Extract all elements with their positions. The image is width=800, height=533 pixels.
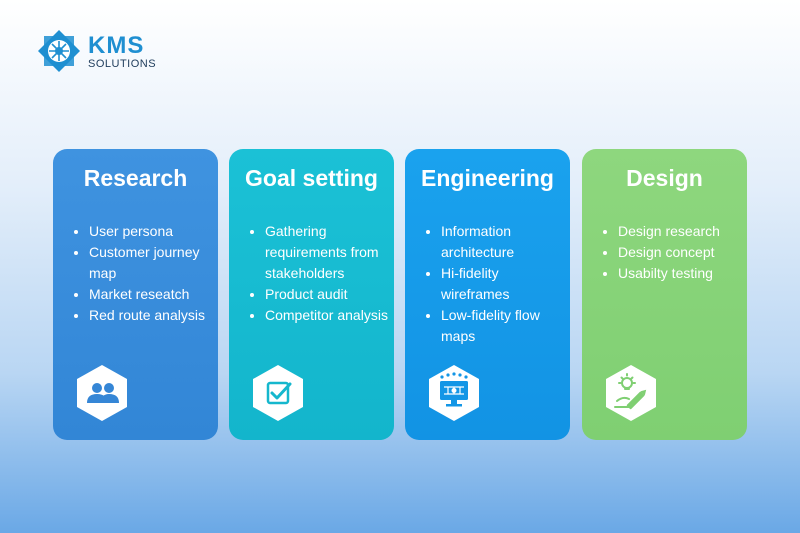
list-item: Competitor analysis (265, 305, 388, 326)
list-item: Gathering requirements from stakeholders (265, 221, 388, 284)
list-item: Customer journey map (89, 242, 212, 284)
kms-sun-logo-icon (38, 30, 80, 72)
engineering-card: Engineering Information architecture Hi-… (405, 149, 570, 440)
list-item: Design research (618, 221, 741, 242)
goal-setting-card: Goal setting Gathering requirements from… (229, 149, 394, 440)
card-list: Information architecture Hi-fidelity wir… (421, 221, 564, 347)
card-title: Goal setting (245, 165, 378, 191)
list-item: Red route analysis (89, 305, 212, 326)
logo-name: KMS (88, 32, 145, 59)
list-item: Information architecture (441, 221, 564, 263)
monitor-network-icon (426, 363, 482, 423)
list-item: User persona (89, 221, 212, 242)
card-list: Gathering requirements from stakeholders… (245, 221, 388, 326)
list-item: Low-fidelity flow maps (441, 305, 564, 347)
design-card: Design Design research Design concept Us… (582, 149, 747, 440)
kms-logo: KMS SOLUTIONS (36, 28, 176, 76)
card-list: User persona Customer journey map Market… (69, 221, 212, 326)
card-title: Design (626, 165, 703, 191)
logo-subtitle: SOLUTIONS (88, 58, 157, 70)
list-item: Market reseatch (89, 284, 212, 305)
card-title: Research (83, 165, 188, 191)
list-item: Product audit (265, 284, 388, 305)
lightbulb-pencil-icon (603, 363, 659, 423)
users-icon (74, 363, 130, 423)
card-title: Engineering (421, 165, 554, 191)
card-list: Design research Design concept Usabilty … (598, 221, 741, 284)
list-item: Design concept (618, 242, 741, 263)
list-item: Usabilty testing (618, 263, 741, 284)
checkbox-icon (250, 363, 306, 423)
research-card: Research User persona Customer journey m… (53, 149, 218, 440)
list-item: Hi-fidelity wireframes (441, 263, 564, 305)
